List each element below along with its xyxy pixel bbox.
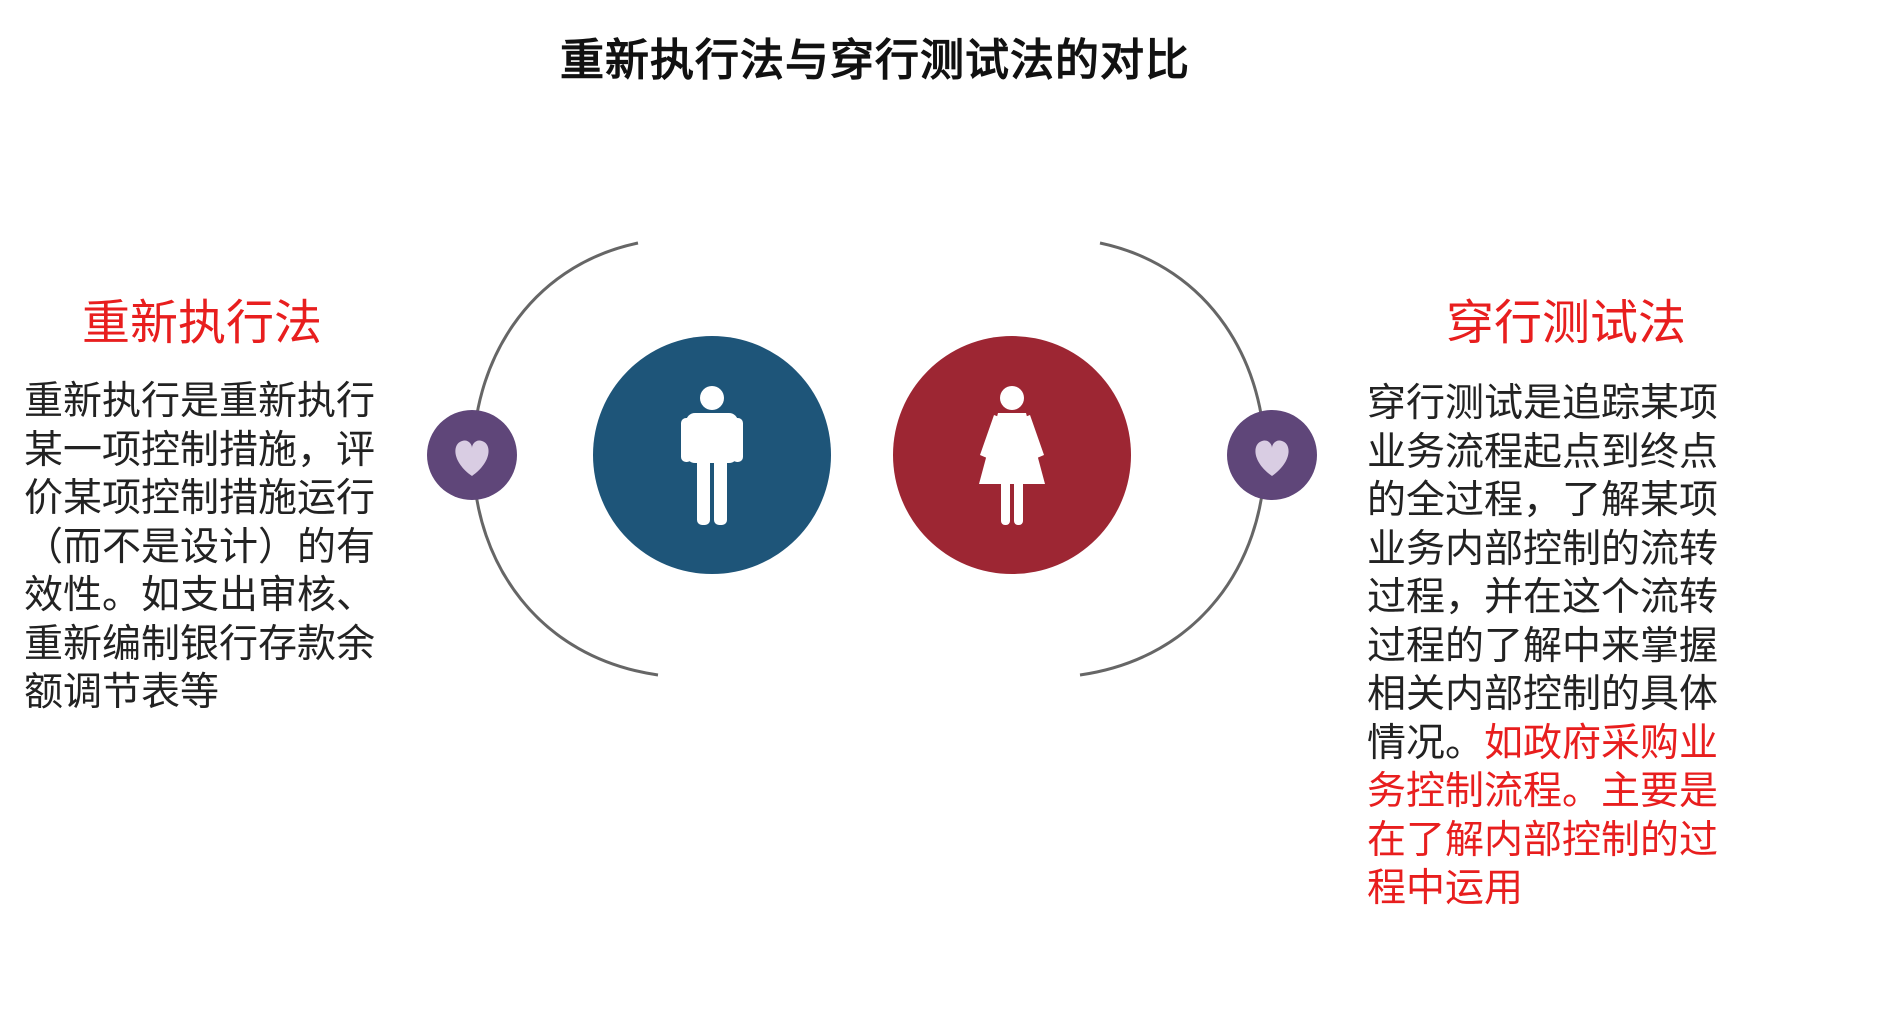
left-heading: 重新执行法 <box>82 295 323 351</box>
right-description-text: 穿行测试是追踪某项 业务流程起点到终点 的全过程，了解某项 业务内部控制的流转 … <box>1367 381 1719 766</box>
right-description: 穿行测试是追踪某项 业务流程起点到终点 的全过程，了解某项 业务内部控制的流转 … <box>1367 380 1779 914</box>
female-circle <box>893 336 1131 574</box>
heart-icon <box>455 440 489 476</box>
right-heart-badge <box>1227 410 1317 500</box>
female-figure-icon <box>979 386 1045 525</box>
right-heading: 穿行测试法 <box>1446 295 1687 351</box>
right-description-highlight: 如政府采购业 务控制流程。主要是 在了解内部控制的过 程中运用 <box>1367 720 1719 912</box>
heart-icon <box>1255 440 1289 476</box>
male-circle <box>593 336 831 574</box>
left-heart-badge <box>427 410 517 500</box>
male-figure-icon <box>681 386 743 525</box>
left-description: 重新执行是重新执行 某一项控制措施，评 价某项控制措施运行 （而不是设计）的有 … <box>24 379 376 715</box>
page-title: 重新执行法与穿行测试法的对比 <box>560 35 1190 86</box>
